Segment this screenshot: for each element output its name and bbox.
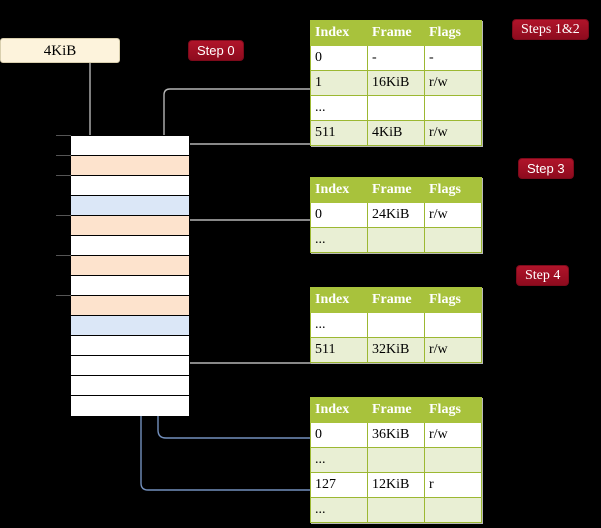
cell-frame: 36KiB (367, 422, 425, 448)
memory-frame-6 (71, 256, 189, 276)
cell-frame (367, 95, 425, 121)
memory-frame-2 (71, 176, 189, 196)
badge-step-0: Step 0 (188, 40, 244, 61)
table-row: ... (310, 227, 482, 253)
column-header-frame: Frame (367, 287, 425, 313)
column-header-flags: Flags (424, 287, 482, 313)
memory-frame-13 (71, 396, 189, 416)
column-header-index: Index (310, 287, 368, 313)
cell-index: ... (310, 447, 368, 473)
column-header-flags: Flags (424, 397, 482, 423)
table-row: ... (310, 497, 482, 523)
cell-frame (367, 447, 425, 473)
memory-frame-1 (71, 156, 189, 176)
cell-index: 511 (310, 337, 368, 363)
page-size-label: 4KiB (43, 43, 77, 59)
cell-index: ... (310, 95, 368, 121)
cell-flags (424, 95, 482, 121)
cell-frame (367, 312, 425, 338)
memory-frame-12 (71, 376, 189, 396)
badge-step-4: Step 4 (516, 265, 570, 286)
connector-step4 (171, 308, 312, 364)
table-row: ... (310, 312, 482, 338)
page-size-box: 4KiB (0, 38, 120, 63)
column-header-frame: Frame (367, 20, 425, 46)
cell-index: 0 (310, 202, 368, 228)
cell-flags (424, 227, 482, 253)
cell-frame: 12KiB (367, 472, 425, 498)
cell-flags: r/w (424, 337, 482, 363)
column-header-flags: Flags (424, 177, 482, 203)
memory-frame-4 (71, 216, 189, 236)
memory-tick-1 (56, 155, 71, 156)
cell-index: 127 (310, 472, 368, 498)
cell-frame: 16KiB (367, 70, 425, 96)
cell-index: ... (310, 227, 368, 253)
column-header-index: Index (310, 20, 368, 46)
memory-frame-10 (71, 336, 189, 356)
badge-steps-1-2: Steps 1&2 (512, 19, 589, 40)
memory-tick-6 (56, 255, 71, 256)
memory-tick-0 (56, 135, 71, 136)
column-header-frame: Frame (367, 177, 425, 203)
memory-tick-8 (56, 295, 71, 296)
table-row: 0-- (310, 45, 482, 71)
memory-frame-9 (71, 316, 189, 336)
memory-frame-7 (71, 276, 189, 296)
column-header-index: Index (310, 177, 368, 203)
cell-index: 1 (310, 70, 368, 96)
cell-frame: 32KiB (367, 337, 425, 363)
cell-flags: r/w (424, 202, 482, 228)
cell-index: 511 (310, 120, 368, 146)
memory-tick-4 (56, 215, 71, 216)
cell-frame: 4KiB (367, 120, 425, 146)
cell-frame: 24KiB (367, 202, 425, 228)
table-row: ... (310, 95, 482, 121)
cell-flags: r/w (424, 120, 482, 146)
memory-frame-11 (71, 356, 189, 376)
cell-flags: - (424, 45, 482, 71)
connector-step3 (177, 219, 312, 257)
badge-step-3: Step 3 (518, 158, 574, 179)
memory-frame-8 (71, 296, 189, 316)
cell-flags: r (424, 472, 482, 498)
cell-flags: r/w (424, 70, 482, 96)
cell-flags (424, 497, 482, 523)
column-header-frame: Frame (367, 397, 425, 423)
memory-frame-3 (71, 196, 189, 216)
cell-flags (424, 447, 482, 473)
cell-flags: r/w (424, 422, 482, 448)
memory-column (70, 135, 190, 416)
memory-frame-0 (71, 136, 189, 156)
cell-index: ... (310, 312, 368, 338)
connector-511-a (177, 143, 312, 153)
column-header-index: Index (310, 397, 368, 423)
table-row: ... (310, 447, 482, 473)
column-header-flags: Flags (424, 20, 482, 46)
cell-index: 0 (310, 45, 368, 71)
cell-frame (367, 227, 425, 253)
cell-index: 0 (310, 422, 368, 448)
memory-frame-5 (71, 236, 189, 256)
cell-index: ... (310, 497, 368, 523)
memory-tick-2 (56, 175, 71, 176)
cell-frame (367, 497, 425, 523)
cell-frame: - (367, 45, 425, 71)
cell-flags (424, 312, 482, 338)
